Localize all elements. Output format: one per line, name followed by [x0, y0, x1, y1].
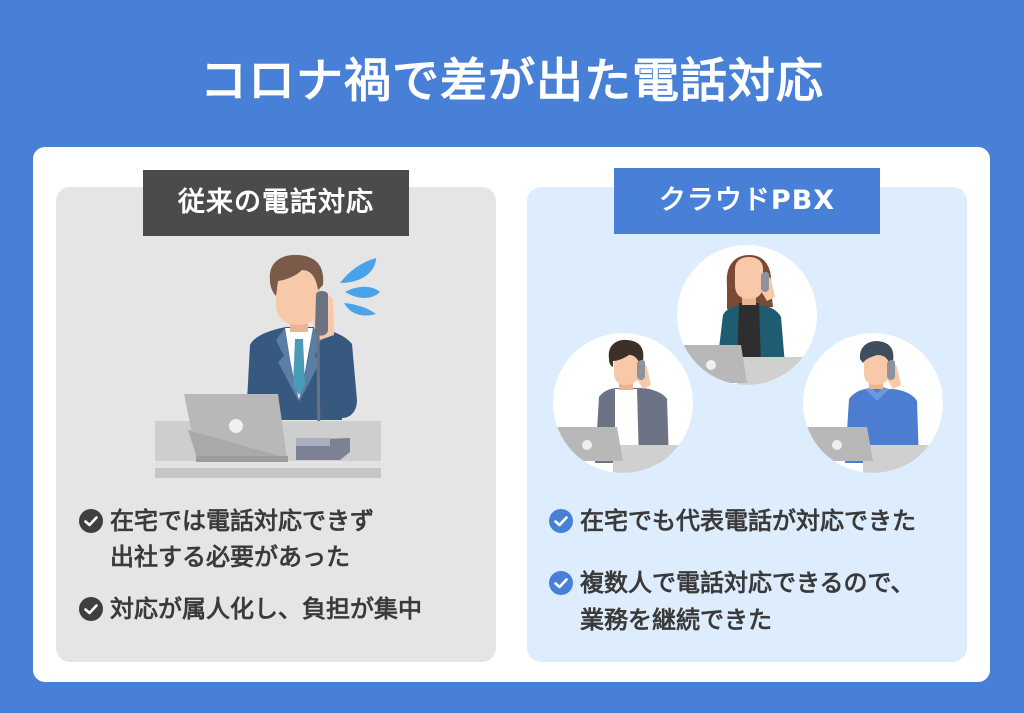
cloud-pbx-label: クラウドPBX	[614, 168, 880, 234]
check-circle-icon	[549, 571, 573, 595]
point-text-line: 在宅では電話対応できず	[110, 507, 374, 535]
check-circle-icon	[79, 509, 103, 533]
remote-worker-woman-icon	[677, 245, 817, 385]
point-text-line: 在宅でも代表電話が対応できた	[580, 507, 916, 535]
cloud-pbx-point-1: 在宅でも代表電話が対応できた	[549, 503, 916, 539]
point-text-line: 出社する必要があった	[110, 543, 350, 571]
traditional-label: 従来の電話対応	[143, 170, 409, 236]
traditional-point-1: 在宅では電話対応できず 出社する必要があった	[79, 503, 374, 575]
point-text-line: 対応が属人化し、負担が集中	[110, 595, 422, 623]
page-title: コロナ禍で差が出た電話対応	[200, 54, 824, 109]
remote-worker-man-sweater-icon	[803, 333, 943, 473]
check-circle-icon	[79, 597, 103, 621]
traditional-point-2: 対応が属人化し、負担が集中	[79, 591, 422, 627]
office-worker-on-desk-phone-icon	[155, 254, 381, 478]
point-text-line: 複数人で電話対応できるので、	[580, 569, 915, 597]
check-circle-icon	[549, 509, 573, 533]
remote-worker-man-jacket-icon	[553, 333, 693, 473]
cloud-pbx-point-2: 複数人で電話対応できるので、 業務を継続できた	[549, 565, 915, 639]
point-text-line: 業務を継続できた	[580, 606, 772, 634]
